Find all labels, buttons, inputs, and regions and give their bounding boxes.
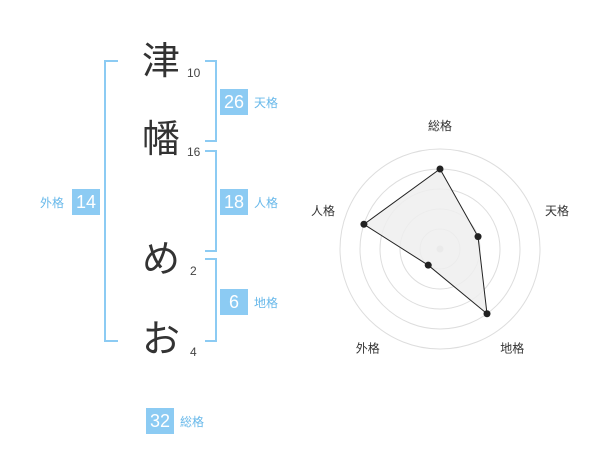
- radar-shape: [360, 165, 491, 318]
- radar-axis-label-1: 総格: [428, 118, 452, 133]
- gaikaku-score: 14: [72, 189, 100, 215]
- radar-axis-label-2: 天格: [545, 203, 569, 218]
- radar-point-3: [483, 310, 491, 318]
- radar-point-4: [424, 261, 432, 269]
- stroke-count-1: 10: [187, 66, 201, 80]
- tenkaku-label: 天格: [254, 96, 279, 110]
- gaikaku-bracket: [104, 60, 118, 342]
- radar-point-5: [360, 220, 368, 228]
- chikaku-bracket: [205, 258, 217, 342]
- soukaku-label: 総格: [180, 415, 205, 429]
- radar-point-1: [436, 165, 444, 173]
- tenkaku-bracket: [205, 60, 217, 142]
- jinkaku-bracket: [205, 150, 217, 252]
- jinkaku-score: 18: [220, 189, 248, 215]
- radar-axis-label-5: 人格: [311, 203, 335, 218]
- chikaku-label: 地格: [254, 296, 279, 310]
- radar-point-2: [474, 233, 482, 241]
- tenkaku-score: 26: [220, 89, 248, 115]
- name-char-3: め: [142, 237, 181, 281]
- name-char-2: 幡: [142, 117, 181, 161]
- jinkaku-label: 人格: [254, 196, 279, 210]
- name-char-1: 津: [142, 39, 181, 83]
- radar-polygon: [363, 168, 488, 315]
- radar-axis-label-4: 外格: [356, 341, 380, 356]
- chikaku-score: 6: [220, 289, 248, 315]
- gaikaku-label: 外格: [40, 196, 65, 210]
- radar-ring-5: [339, 148, 541, 350]
- stroke-count-4: 4: [190, 345, 197, 359]
- stroke-count-2: 16: [187, 145, 201, 159]
- name-char-4: お: [142, 317, 181, 361]
- stroke-count-3: 2: [190, 264, 197, 278]
- soukaku-score: 32: [146, 408, 174, 434]
- radar-axis-label-3: 地格: [500, 341, 524, 356]
